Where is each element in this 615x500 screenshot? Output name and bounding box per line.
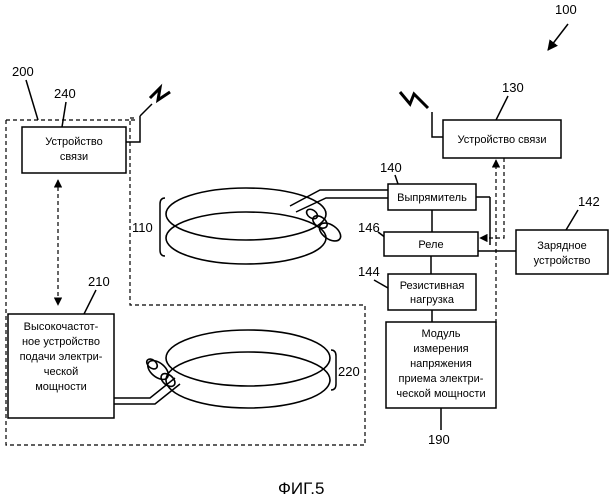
ref-190: 190 <box>428 432 450 447</box>
ref-210-leader <box>84 290 96 314</box>
antenna-right <box>432 112 443 137</box>
charger-box <box>516 230 608 274</box>
ref-200-leader <box>26 80 38 120</box>
ref-144-leader <box>374 280 388 288</box>
bracket-110 <box>160 198 165 256</box>
ref-200: 200 <box>12 64 34 79</box>
ref-130-leader <box>496 96 508 120</box>
load-line1: Резистивная <box>400 280 465 292</box>
enclosure-top <box>6 118 135 120</box>
link-comm-relay <box>480 158 504 238</box>
lightning-right-icon <box>400 92 428 108</box>
module-line4: приема электри- <box>399 373 484 385</box>
relay-label: Реле <box>418 239 443 251</box>
ref-210: 210 <box>88 274 110 289</box>
rectifier-label: Выпрямитель <box>397 192 467 204</box>
figure-caption: ФИГ.5 <box>278 479 324 498</box>
ref-142-leader <box>566 210 578 230</box>
module-line5: ческой мощности <box>396 388 485 400</box>
ref-146: 146 <box>358 220 380 235</box>
ref-144: 144 <box>358 264 380 279</box>
coil-220-bottom <box>166 352 330 408</box>
module-line1: Модуль <box>422 328 461 340</box>
ref-110: 110 <box>132 220 153 235</box>
comm-device-left <box>22 127 126 173</box>
ref-220: 220 <box>338 364 360 379</box>
module-line2: измерения <box>413 343 468 355</box>
ref-130: 130 <box>502 80 524 95</box>
ref-100-arrow <box>548 24 568 50</box>
charger-line2: устройство <box>534 255 591 267</box>
coil-110-bottom <box>166 212 326 264</box>
hf-line3: подачи электри- <box>20 351 103 363</box>
ref-140-leader <box>395 175 398 184</box>
module-line3: напряжения <box>410 358 472 370</box>
hf-line4: ческой <box>44 366 79 378</box>
comm-left-line2: связи <box>60 151 88 163</box>
ref-240: 240 <box>54 86 76 101</box>
hf-line1: Высокочастот- <box>24 321 99 333</box>
ref-142: 142 <box>578 194 600 209</box>
hf-line2: ное устройство <box>22 336 100 348</box>
comm-left-line1: Устройство <box>45 136 103 148</box>
ref-100: 100 <box>555 2 577 17</box>
charger-line1: Зарядное <box>537 240 586 252</box>
coil-110-top <box>166 188 326 240</box>
ref-140: 140 <box>380 160 402 175</box>
coil-220-top <box>166 330 330 386</box>
capacitor-110-icon <box>305 207 344 244</box>
comm-right-line1: Устройство связи <box>458 134 547 146</box>
lightning-left-icon-bold <box>150 88 170 100</box>
bracket-220 <box>331 350 336 390</box>
hf-line5: мощности <box>35 381 87 393</box>
capacitor-220-icon <box>144 357 177 389</box>
load-line2: нагрузка <box>410 294 455 306</box>
ref-240-leader <box>62 102 66 127</box>
